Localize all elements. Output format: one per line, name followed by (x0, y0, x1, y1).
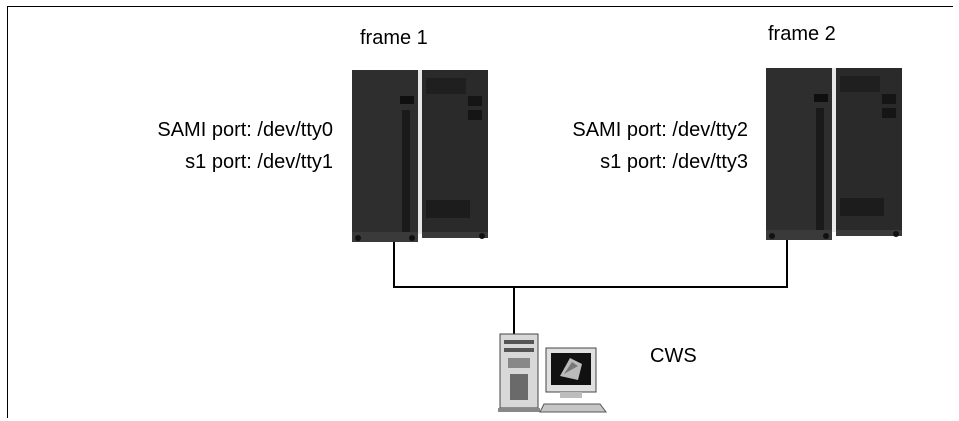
cable-frame2 (514, 240, 788, 288)
cable-frame1 (393, 240, 514, 288)
cws-label: CWS (650, 345, 697, 367)
cws-workstation-icon (498, 333, 607, 413)
frame-1-s1-port: s1 port: /dev/tty1 (185, 151, 333, 173)
frame-1-title: frame 1 (360, 27, 428, 49)
diagram-border-left (7, 6, 8, 418)
frame-2-icon (766, 68, 902, 240)
frame-1-sami-port: SAMI port: /dev/tty0 (157, 119, 333, 141)
frame-2-sami-port: SAMI port: /dev/tty2 (572, 119, 748, 141)
diagram-border-top (7, 6, 953, 7)
frame-1-icon (352, 70, 488, 242)
frame-2-title: frame 2 (768, 23, 836, 45)
frame-2-s1-port: s1 port: /dev/tty3 (600, 151, 748, 173)
